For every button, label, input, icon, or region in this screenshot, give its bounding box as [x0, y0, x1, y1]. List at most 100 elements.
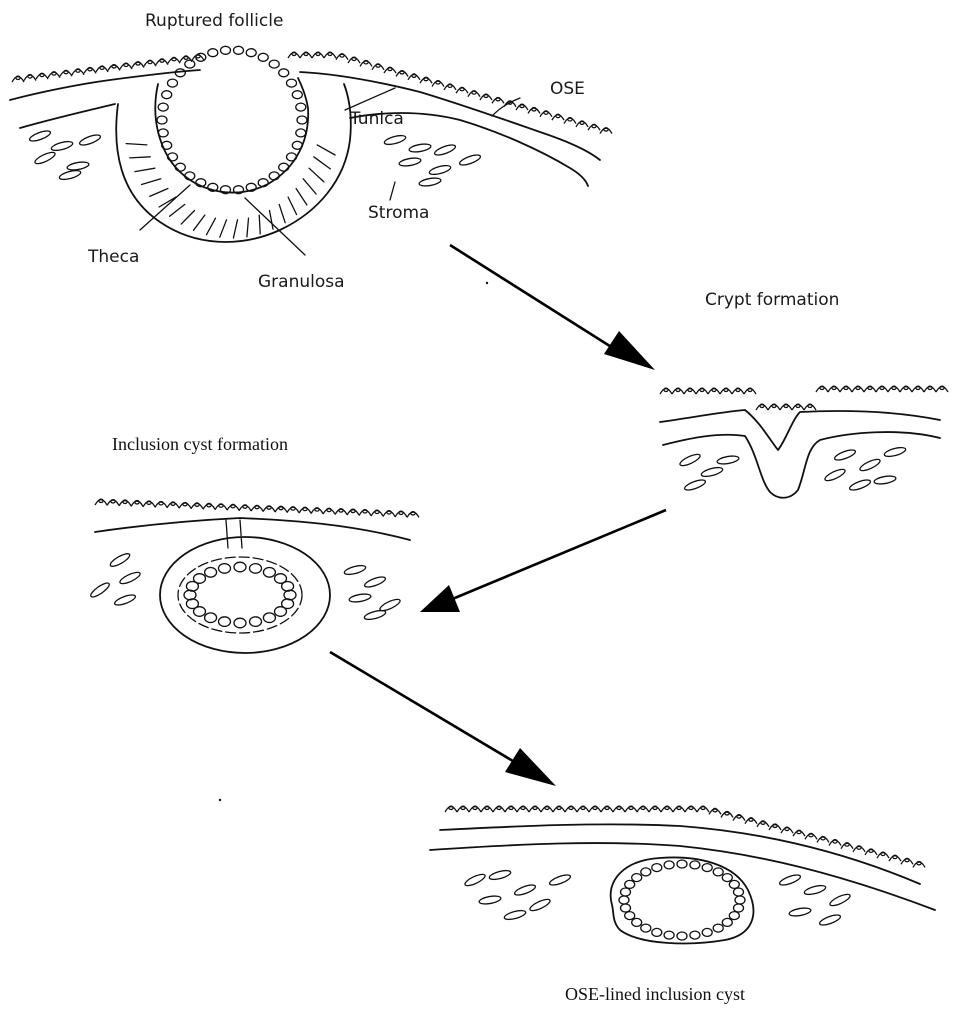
- final-ose-cell-nucleus: [821, 837, 825, 840]
- final-ose-cell-nucleus: [797, 830, 801, 833]
- ose-cell-nucleus: [124, 63, 128, 66]
- ose-cell-nucleus: [436, 81, 440, 84]
- crypt-ose-cell-nucleus: [664, 388, 668, 391]
- ose-cell-nucleus: [580, 121, 584, 124]
- final-ose-cell-nucleus: [629, 806, 633, 809]
- stroma-cell: [109, 551, 132, 568]
- ose-lined-cyst-cell: [677, 932, 687, 940]
- stroma-cell: [50, 140, 73, 152]
- final-ose-cell-nucleus: [581, 806, 585, 809]
- inclusion-ose-cell-nucleus: [351, 509, 355, 512]
- crypt-ose-cell-nucleus: [700, 388, 704, 391]
- stroma-cells-right: [383, 134, 481, 188]
- granulosa-cell: [185, 172, 195, 180]
- ose-cell-nucleus: [292, 52, 296, 55]
- crypt-ose-cell-nucleus: [844, 386, 848, 389]
- ose-cell-nucleus: [352, 57, 356, 60]
- stroma-cells-left: [28, 129, 101, 181]
- inclusion-lining-cells: [184, 562, 296, 628]
- granulosa-cell: [296, 129, 306, 137]
- granulosa-cell: [279, 163, 289, 171]
- ose-label: OSE: [550, 79, 585, 99]
- ose-lined-cyst-cell: [677, 860, 687, 868]
- ose-lined-cyst-cell: [722, 874, 732, 882]
- stroma-cell: [458, 153, 481, 167]
- ose-lined-cyst-cell: [632, 918, 642, 926]
- stroma-cell: [78, 133, 101, 147]
- ose-cell-nucleus: [16, 76, 20, 79]
- final-ose-cell-nucleus: [749, 818, 753, 821]
- crypt-ose-cell-nucleus: [856, 386, 860, 389]
- ose-lined-cyst-cell: [690, 861, 700, 869]
- stroma-cell: [58, 169, 81, 181]
- granulosa-cell: [234, 46, 244, 54]
- granulosa-cell: [296, 103, 306, 111]
- granulosa-cell: [279, 69, 289, 77]
- inclusion-lining-cell: [263, 613, 275, 623]
- inclusion-ose-cell-nucleus: [255, 505, 259, 508]
- ose-cell-nucleus: [148, 60, 152, 63]
- stroma-label: Stroma: [368, 203, 429, 223]
- stroma-cell: [433, 143, 456, 157]
- stroma-cell: [824, 467, 847, 483]
- inclusion-lining-cell: [205, 613, 217, 623]
- crypt-ose-cell-nucleus: [784, 404, 788, 407]
- crypt-ose-cell-nucleus: [808, 404, 812, 407]
- stroma-cell: [833, 448, 856, 462]
- stroma-cell: [503, 909, 526, 921]
- ose-cell-nucleus: [172, 57, 176, 60]
- follicle-inner-wall: [155, 78, 308, 193]
- ose-lined-cyst-cell: [652, 864, 662, 872]
- crypt-ose-cell-nucleus: [724, 388, 728, 391]
- final-ose-cell-nucleus: [761, 821, 765, 824]
- theca-fiber: [130, 157, 151, 158]
- stroma-leader: [390, 182, 395, 200]
- inclusion-ose-cell-nucleus: [339, 509, 343, 512]
- final-ose-cell-nucleus: [605, 806, 609, 809]
- ose-lined-cyst-cell: [722, 918, 732, 926]
- inclusion-ose-cell-nucleus: [303, 507, 307, 510]
- stroma-cell: [363, 575, 386, 589]
- final-ose-cell-nucleus: [653, 806, 657, 809]
- granulosa-cell: [158, 103, 168, 111]
- final-ose-cell-nucleus: [701, 806, 705, 809]
- scan-speck: [486, 282, 488, 284]
- ose-lined-cyst-cell: [652, 928, 662, 936]
- crypt-ose-cell-nucleus: [796, 404, 800, 407]
- inclusion-ose-cell-nucleus: [363, 510, 367, 513]
- crypt-ose-cell-nucleus: [916, 386, 920, 389]
- inclusion-ose-cell-nucleus: [327, 508, 331, 511]
- inclusion-ose-cell-nucleus: [135, 501, 139, 504]
- ose-cell-nucleus: [112, 65, 116, 68]
- inclusion-cyst-outer: [160, 537, 330, 653]
- ose-lined-cyst-cell: [621, 904, 631, 912]
- granulosa-cell: [246, 49, 256, 57]
- stroma-cell: [67, 161, 90, 172]
- stroma-cell: [89, 581, 111, 599]
- ose-lined-cyst-cell: [632, 874, 642, 882]
- ose-lined-cyst-cell: [690, 931, 700, 939]
- ose-lined-cyst-wall: [611, 857, 754, 943]
- granulosa-cell: [287, 153, 297, 161]
- crypt-ose-cell-nucleus: [760, 404, 764, 407]
- ose-cell-nucleus: [304, 52, 308, 55]
- ose-lined-cyst-cell: [734, 888, 744, 896]
- inclusion-lining-cell: [186, 599, 198, 609]
- granulosa-cell: [158, 129, 168, 137]
- final-ose-cell-nucleus: [881, 852, 885, 855]
- inclusion-cyst-formation-title: Inclusion cyst formation: [112, 434, 288, 454]
- ruptured-follicle-title: Ruptured follicle: [145, 11, 283, 31]
- ose-cell-nucleus: [88, 67, 92, 70]
- ose-cell-nucleus: [64, 70, 68, 73]
- final-ose-cell-nucleus: [461, 806, 465, 809]
- final-ose-cell-nucleus: [545, 806, 549, 809]
- final-ose-cell-nucleus: [533, 806, 537, 809]
- ose-lined-cyst-cell: [735, 896, 745, 904]
- inclusion-ose-cells: [95, 499, 419, 517]
- theca-fiber: [150, 189, 168, 197]
- stroma-cell: [859, 457, 882, 473]
- ose-lined-inclusion-cyst-title: OSE-lined inclusion cyst: [565, 984, 745, 1004]
- final-ose-cell-nucleus: [737, 815, 741, 818]
- ose-cell-nucleus: [544, 111, 548, 114]
